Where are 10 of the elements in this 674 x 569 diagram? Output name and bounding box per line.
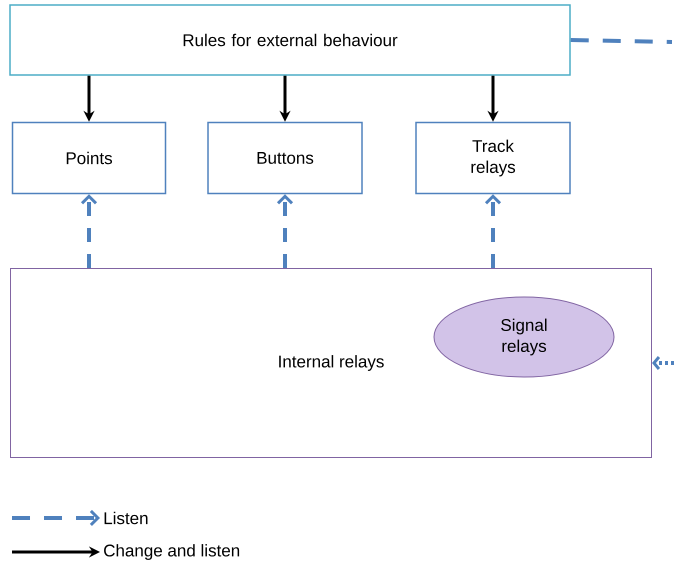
arrow [652, 356, 674, 370]
component-box: Buttons [207, 122, 363, 194]
rules-box: Rules for external behaviour [9, 4, 571, 76]
arrow [276, 194, 294, 268]
arrow [484, 194, 502, 268]
component-box: Track relays [415, 122, 571, 194]
legend-label: Listen [104, 512, 148, 524]
component-box: Points [12, 122, 166, 194]
legend-label: Change and listen [104, 544, 240, 560]
arrow [80, 194, 98, 268]
